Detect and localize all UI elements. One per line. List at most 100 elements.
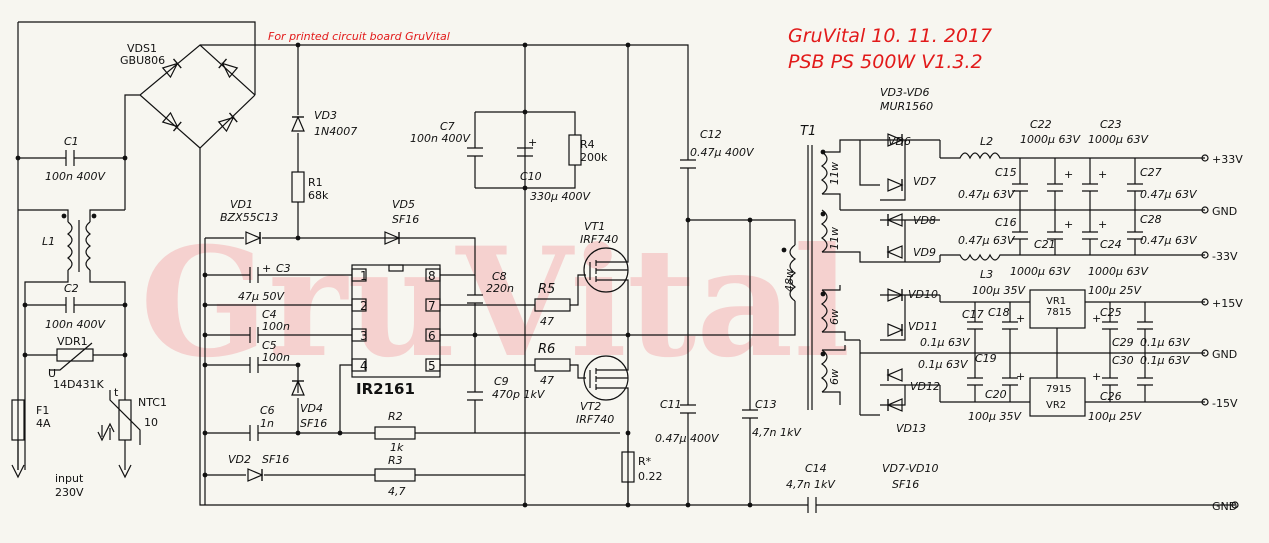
c16-label: C16 — [995, 216, 1017, 229]
c20-label: C20 — [985, 388, 1007, 401]
c4-label: C4 — [262, 308, 277, 321]
c3-value: 47µ 50V — [238, 290, 285, 303]
out-gnd1: GND — [1212, 205, 1237, 218]
driver-section — [202, 42, 1235, 513]
plus-c26: + — [1092, 370, 1101, 383]
rs-label: R* — [638, 455, 652, 468]
gbu-label: GBU806 — [120, 54, 165, 67]
c4-value: 100n — [262, 320, 290, 333]
plus-c21: + — [1064, 218, 1073, 231]
winding-11w-b: 11w — [828, 227, 841, 250]
c17-label: C17 — [962, 308, 984, 321]
c27-label: C27 — [1140, 166, 1162, 179]
vt1-label: VT1 — [584, 220, 605, 233]
input-section — [11, 21, 525, 506]
pin-8: 8 — [428, 269, 436, 283]
vd7-label: VD7 — [913, 175, 936, 188]
c12-label: C12 — [700, 128, 722, 141]
ntc-value: 10 — [144, 416, 158, 429]
c10-label: C10 — [520, 170, 542, 183]
c11-value: 0.47µ 400V — [655, 432, 720, 445]
c27-value: 0.47µ 63V — [1140, 188, 1198, 201]
c21-label: C21 — [1034, 238, 1056, 251]
r5-value: 47 — [540, 315, 554, 328]
c1-label: C1 — [64, 135, 79, 148]
c8-label: C8 — [492, 270, 507, 283]
c15-label: C15 — [995, 166, 1017, 179]
vdr1-label: VDR1 — [57, 335, 88, 348]
c14-label: C14 — [805, 462, 827, 475]
c10-value: 330µ 400V — [530, 190, 591, 203]
c15-value: 0.47µ 63V — [958, 188, 1016, 201]
r6-value: 47 — [540, 374, 554, 387]
c29-label: C29 — [1112, 336, 1134, 349]
vd11-label: VD11 — [908, 320, 938, 333]
vd4-label: VD4 — [300, 402, 323, 415]
c7-label: C7 — [440, 120, 455, 133]
c2-label: C2 — [64, 282, 79, 295]
vd2-label: VD2 — [228, 453, 251, 466]
c17-value: 100µ 35V — [972, 284, 1026, 297]
out-minus33: -33V — [1212, 250, 1238, 263]
plus-c24: + — [1098, 218, 1107, 231]
pin-1: 1 — [360, 269, 368, 283]
r1-label: R1 — [308, 176, 323, 189]
plus-c20: + — [1016, 370, 1025, 383]
vd5-label: VD5 — [392, 198, 415, 211]
pin-6: 6 — [428, 329, 436, 343]
transformer-t1 — [780, 139, 1205, 410]
vd1-label: VD1 — [230, 198, 253, 211]
winding-48w: 48w — [783, 269, 796, 292]
r4-value: 200k — [580, 151, 608, 164]
vd5-value: SF16 — [392, 213, 419, 226]
c30-label: C30 — [1112, 354, 1134, 367]
c1-value: 100n 400V — [45, 170, 106, 183]
r4-label: R4 — [580, 138, 595, 151]
pcb-note: For printed circuit board GruVital — [268, 30, 450, 43]
c11-label: C11 — [660, 398, 682, 411]
c30-value: 0.1µ 63V — [1140, 354, 1191, 367]
mur-label: MUR1560 — [880, 100, 933, 113]
t1-label: T1 — [800, 124, 816, 139]
vr1-value: 7815 — [1046, 307, 1071, 318]
vt2-label: VT2 — [580, 400, 601, 413]
winding-11w-a: 11w — [828, 162, 841, 185]
c28-value: 0.47µ 63V — [1140, 234, 1198, 247]
output-section — [859, 133, 1239, 509]
pin-3: 3 — [360, 329, 368, 343]
c22-label: C22 — [1030, 118, 1052, 131]
c3-label: C3 — [276, 262, 291, 275]
c6-value: 1n — [260, 417, 274, 430]
title-line2: PSB PS 500W V1.3.2 — [788, 51, 983, 73]
c13-value: 4,7n 1kV — [752, 426, 802, 439]
c5-value: 100n — [262, 351, 290, 364]
vt1-value: IRF740 — [580, 233, 618, 246]
pin-7: 7 — [428, 299, 436, 313]
c24-value: 1000µ 63V — [1088, 265, 1149, 278]
c10-plus: + — [528, 136, 537, 149]
f1-label: F1 — [36, 404, 49, 417]
vd12-label: VD12 — [910, 380, 940, 393]
rs-value: 0.22 — [638, 470, 663, 483]
r6-label: R6 — [538, 342, 555, 357]
c9-value: 470p 1kV — [492, 388, 546, 401]
c26-label: C26 — [1100, 390, 1122, 403]
c6-label: C6 — [260, 404, 275, 417]
input-label: input — [55, 472, 84, 485]
out-plus33: +33V — [1212, 153, 1243, 166]
vd1-value: BZX55C13 — [220, 211, 278, 224]
c26-value: 100µ 25V — [1088, 410, 1142, 423]
vd6-label: VD6 — [888, 135, 911, 148]
c18-value: 0.1µ 63V — [920, 336, 971, 349]
vr1-label: VR1 — [1046, 296, 1066, 307]
l2-label: L2 — [980, 135, 993, 148]
l3-label: L3 — [980, 268, 993, 281]
plus-c23: + — [1098, 168, 1107, 181]
c7-value: 100n 400V — [410, 132, 471, 145]
f1-value: 4A — [36, 417, 51, 430]
vt2-value: IRF740 — [576, 413, 614, 426]
c25-label: C25 — [1100, 306, 1122, 319]
c23-value: 1000µ 63V — [1088, 133, 1149, 146]
c8-value: 220n — [486, 282, 514, 295]
r5-label: R5 — [538, 282, 555, 297]
